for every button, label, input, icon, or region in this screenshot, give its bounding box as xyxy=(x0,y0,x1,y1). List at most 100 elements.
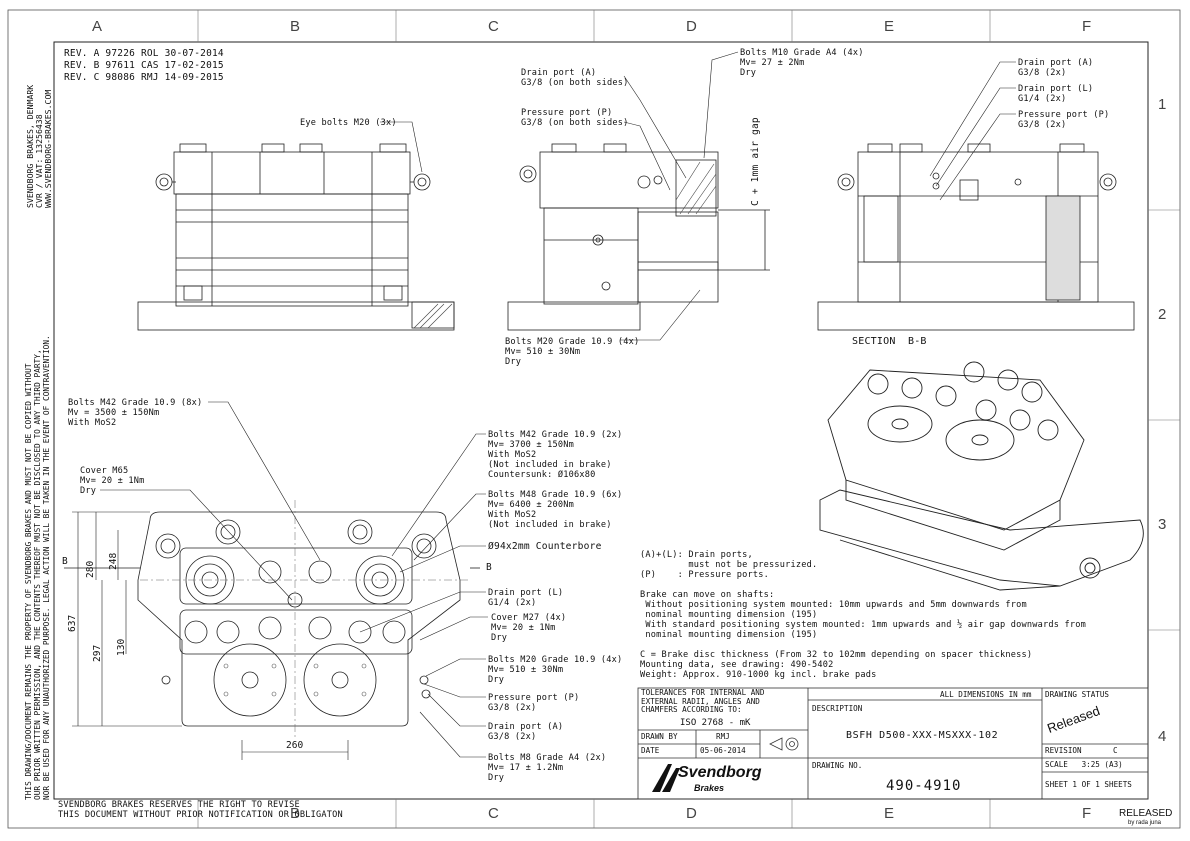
callout-drain-port-a-side: Drain port (A) G3/8 (on both sides) xyxy=(521,68,629,88)
leader-bolts-m42-8x xyxy=(208,401,321,561)
note-line: (P) : Pressure ports. xyxy=(640,570,769,580)
tb-drawn-by-label: DRAWN BY xyxy=(641,732,678,741)
note-line: Without positioning system mounted: 10mm… xyxy=(640,600,1027,610)
callout-bolts-m8: Bolts M8 Grade A4 (2x) Mv= 17 ± 1.2Nm Dr… xyxy=(488,753,607,783)
note-line: With standard positioning system mounted… xyxy=(640,620,1087,630)
tb-drawing-status-label: DRAWING STATUS xyxy=(1045,690,1110,699)
callout-bolts-m48: Bolts M48 Grade 10.9 (6x) Mv= 6400 ± 200… xyxy=(488,490,623,530)
leader-drain-l-top xyxy=(359,591,486,633)
dim-297: 297 xyxy=(92,644,103,662)
revision-a: REV. A 97226 ROL 30-07-2014 xyxy=(64,48,224,59)
callout-drain-port-l-right: Drain port (L) G1/4 (2x) xyxy=(1018,84,1094,104)
row-marker-3: 3 xyxy=(1158,516,1167,533)
leader-cover-m65 xyxy=(100,489,293,601)
isometric-view xyxy=(819,361,1144,591)
note-line: C = Brake disc thickness (From 32 to 102… xyxy=(640,650,1033,660)
note-line: Mounting data, see drawing: 490-5402 xyxy=(640,660,834,670)
callout-bolts-m42-8x: Bolts M42 Grade 10.9 (8x) Mv = 3500 ± 15… xyxy=(68,398,203,428)
leader-cover-m27 xyxy=(419,616,488,641)
col-marker-e-bottom: E xyxy=(884,805,895,822)
leader-bolts-m20-top xyxy=(425,658,486,677)
callout-pressure-port-p-right: Pressure port (P) G3/8 (2x) xyxy=(1018,110,1110,130)
leader-pressure-p-side xyxy=(623,121,671,191)
row-marker-4: 4 xyxy=(1158,728,1167,745)
leader-pressure-p-top xyxy=(423,683,486,698)
leader-bolts-m8 xyxy=(419,711,486,758)
leader-counterbore xyxy=(399,545,486,573)
leader-bolts-m10 xyxy=(703,51,739,159)
callout-drain-port-l-top: Drain port (L) G1/4 (2x) xyxy=(488,588,564,608)
note-line: nominal mounting dimension (195) xyxy=(640,630,818,640)
note-line xyxy=(640,580,1086,590)
section-marker-b-right: B xyxy=(486,562,492,573)
section-marker-b-left: B xyxy=(62,556,68,567)
dim-637: 637 xyxy=(67,614,78,632)
leader-drain-a-top xyxy=(427,693,486,727)
col-marker-d: D xyxy=(686,18,697,35)
col-marker-f: F xyxy=(1082,18,1092,35)
tb-drawn-by: RMJ xyxy=(716,732,730,741)
note-line: must not be pressurized. xyxy=(640,560,818,570)
leader-bolts-m42-2x xyxy=(391,433,486,557)
tb-sheet: SHEET 1 OF 1 SHEETS xyxy=(1045,780,1132,789)
callout-bolts-m20-side: Bolts M20 Grade 10.9 (4x) Mv= 510 ± 30Nm… xyxy=(505,337,640,367)
callout-pressure-port-p-top: Pressure port (P) G3/8 (2x) xyxy=(488,693,580,713)
leader-pressure-p-right xyxy=(939,113,1016,201)
footer-note-1: SVENDBORG BRAKES RESERVES THE RIGHT TO R… xyxy=(58,800,300,810)
revision-c: REV. C 98086 RMJ 14-09-2015 xyxy=(64,72,224,83)
tb-drawing-no: 490-4910 xyxy=(886,778,962,794)
tb-revision: C xyxy=(1113,746,1118,755)
note-line: nominal mounting dimension (195) xyxy=(640,610,818,620)
col-marker-b: B xyxy=(290,18,301,35)
leader-drain-l-right xyxy=(935,87,1016,187)
callout-drain-port-a-right: Drain port (A) G3/8 (2x) xyxy=(1018,58,1094,78)
callout-bolts-m42-2x: Bolts M42 Grade 10.9 (2x) Mv= 3700 ± 150… xyxy=(488,430,623,480)
copyright-line-3: NOR BE USED FOR ANY UNAUTHORIZED PURPOSE… xyxy=(42,335,51,800)
company-web-vertical: WWW.SVENDBORG-BRAKES.COM xyxy=(43,89,53,208)
col-marker-c-bottom: C xyxy=(488,805,499,822)
dim-280: 280 xyxy=(85,560,96,578)
dim-260: 260 xyxy=(286,740,304,751)
section-label: SECTION B-B xyxy=(852,336,927,347)
front-view xyxy=(137,143,455,331)
note-line: Brake can move on shafts: xyxy=(640,590,775,600)
revision-b: REV. B 97611 CAS 17-02-2015 xyxy=(64,60,224,71)
callout-eye-bolts: Eye bolts M20 (3x) xyxy=(300,118,397,128)
svendborg-logo-icon xyxy=(652,764,680,792)
leader-eye-bolts xyxy=(380,121,423,173)
col-marker-e: E xyxy=(884,18,895,35)
leader-drain-a-right xyxy=(929,61,1016,177)
leader-bolts-m20-side xyxy=(620,289,701,341)
corner-released-by: by rada juna xyxy=(1128,820,1162,826)
title-block-grid xyxy=(637,687,1149,800)
dim-248: 248 xyxy=(108,552,119,570)
leader-bolts-m48 xyxy=(413,493,486,561)
top-view xyxy=(64,500,480,740)
section-view xyxy=(817,143,1135,331)
row-marker-2: 2 xyxy=(1158,306,1167,323)
footer-note-2: THIS DOCUMENT WITHOUT PRIOR NOTIFICATION… xyxy=(58,810,343,820)
dim-130: 130 xyxy=(116,638,127,656)
col-marker-f-bottom: F xyxy=(1082,805,1092,822)
col-marker-d-bottom: D xyxy=(686,805,697,822)
drawing-frame xyxy=(7,9,1181,829)
tb-drawing-no-label: DRAWING NO. xyxy=(812,761,863,770)
tb-date: 05-06-2014 xyxy=(700,746,746,755)
callout-air-gap: C + 1mm air gap xyxy=(750,117,761,206)
tb-logo-sub: Brakes xyxy=(694,783,725,793)
tb-description: BSFH D500-XXX-MSXXX-102 xyxy=(846,730,999,741)
callout-pressure-port-p-side: Pressure port (P) G3/8 (on both sides) xyxy=(521,108,629,128)
notes-block: (A)+(L): Drain ports, must not be pressu… xyxy=(640,550,1086,680)
col-marker-a: A xyxy=(92,18,103,35)
callout-cover-m65: Cover M65 Mv= 20 ± 1Nm Dry xyxy=(80,466,145,496)
row-marker-1: 1 xyxy=(1158,96,1167,113)
note-line: (A)+(L): Drain ports, xyxy=(640,550,753,560)
tb-description-label: DESCRIPTION xyxy=(812,704,863,713)
tb-date-label: DATE xyxy=(641,746,660,755)
col-marker-c: C xyxy=(488,18,499,35)
callout-bolts-m20-top: Bolts M20 Grade 10.9 (4x) Mv= 510 ± 30Nm… xyxy=(488,655,623,685)
tb-logo-name: Svendborg xyxy=(678,764,762,781)
tb-revision-label: REVISION xyxy=(1045,746,1082,755)
